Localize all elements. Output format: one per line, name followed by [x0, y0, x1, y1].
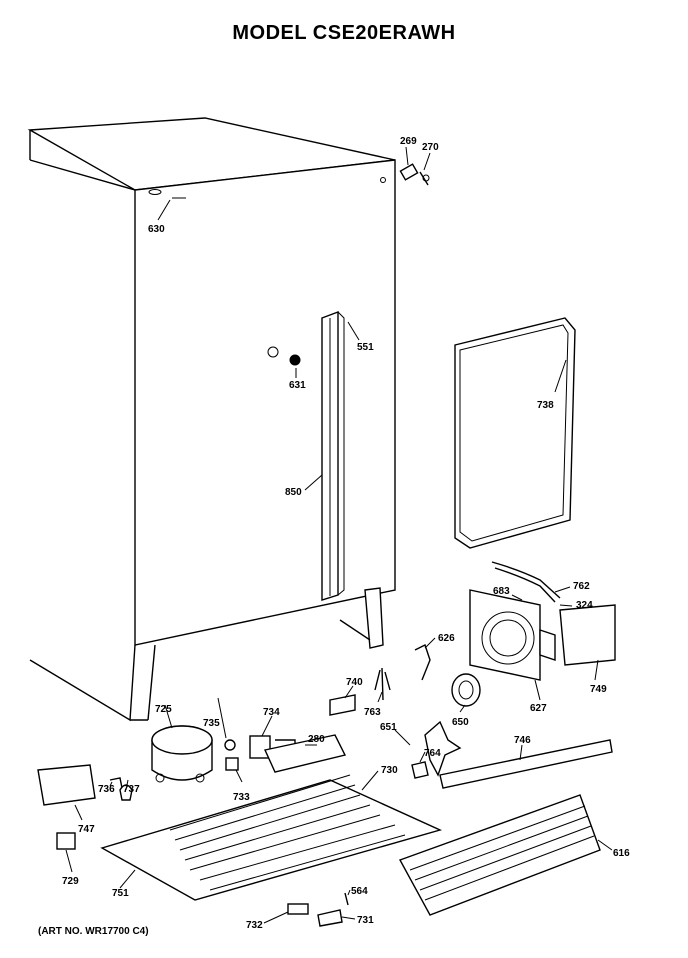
rail-746: [439, 739, 613, 789]
part-labels: 269 270 630 551 631 738 850 683 762 324 …: [62, 136, 630, 931]
part-729: [56, 832, 76, 850]
label-651: 651: [380, 722, 397, 733]
label-324: 324: [576, 600, 593, 611]
label-630: 630: [148, 224, 165, 235]
label-631: 631: [289, 380, 306, 391]
label-763: 763: [364, 707, 381, 718]
label-627: 627: [530, 703, 547, 714]
label-736: 736: [98, 784, 115, 795]
fan-bracket-627: [469, 589, 556, 681]
label-564: 564: [351, 886, 368, 897]
condenser-coil-730: [169, 774, 406, 891]
hinge-part: [399, 163, 430, 186]
label-751: 751: [112, 888, 129, 899]
leveling-leg: [364, 587, 384, 649]
label-616: 616: [613, 848, 630, 859]
label-732: 732: [246, 920, 263, 931]
bracket-747: [37, 764, 96, 806]
part-735: [224, 739, 236, 751]
label-730: 730: [381, 765, 398, 776]
wire-763: [374, 667, 391, 701]
part-764: [411, 761, 429, 779]
label-551: 551: [357, 342, 374, 353]
label-270: 270: [422, 142, 439, 153]
label-762: 762: [573, 581, 590, 592]
label-740: 740: [346, 677, 363, 688]
base-751: [100, 779, 443, 901]
label-280: 280: [308, 734, 325, 745]
label-738: 738: [537, 400, 554, 411]
art-number: (ART NO. WR17700 C4): [38, 926, 149, 937]
label-747: 747: [78, 824, 95, 835]
part-626: [414, 644, 431, 681]
fan-motor-650: [451, 673, 481, 707]
label-650: 650: [452, 717, 469, 728]
mullion-850: [321, 310, 345, 601]
cover-749: [559, 604, 616, 666]
tube-762: [491, 561, 561, 599]
label-737: 737: [123, 784, 140, 795]
label-725: 725: [155, 704, 172, 715]
part-740: [329, 694, 356, 716]
gasket-738: [454, 317, 576, 549]
fan-blade-651: [424, 720, 462, 777]
part-731: [317, 909, 343, 927]
leader-lines: [65, 146, 613, 924]
part-732: [287, 903, 309, 915]
cabinet: [27, 117, 396, 722]
label-731: 731: [357, 915, 374, 926]
label-749: 749: [590, 684, 607, 695]
label-733: 733: [233, 792, 250, 803]
grille-616: [398, 794, 601, 916]
label-729: 729: [62, 876, 79, 887]
label-735: 735: [203, 718, 220, 729]
label-746: 746: [514, 735, 531, 746]
compressor-725: [151, 725, 213, 783]
screw-564: [344, 892, 349, 906]
diagram-title: MODEL CSE20ERAWH: [232, 22, 456, 44]
relay-734: [249, 735, 271, 759]
label-734: 734: [263, 707, 280, 718]
label-764: 764: [424, 748, 441, 759]
part-736: [109, 777, 123, 789]
label-269: 269: [400, 136, 417, 147]
part-737: [119, 784, 133, 801]
label-626: 626: [438, 633, 455, 644]
part-733: [225, 757, 239, 771]
part-280: [264, 734, 347, 773]
label-850: 850: [285, 487, 302, 498]
label-683: 683: [493, 586, 510, 597]
